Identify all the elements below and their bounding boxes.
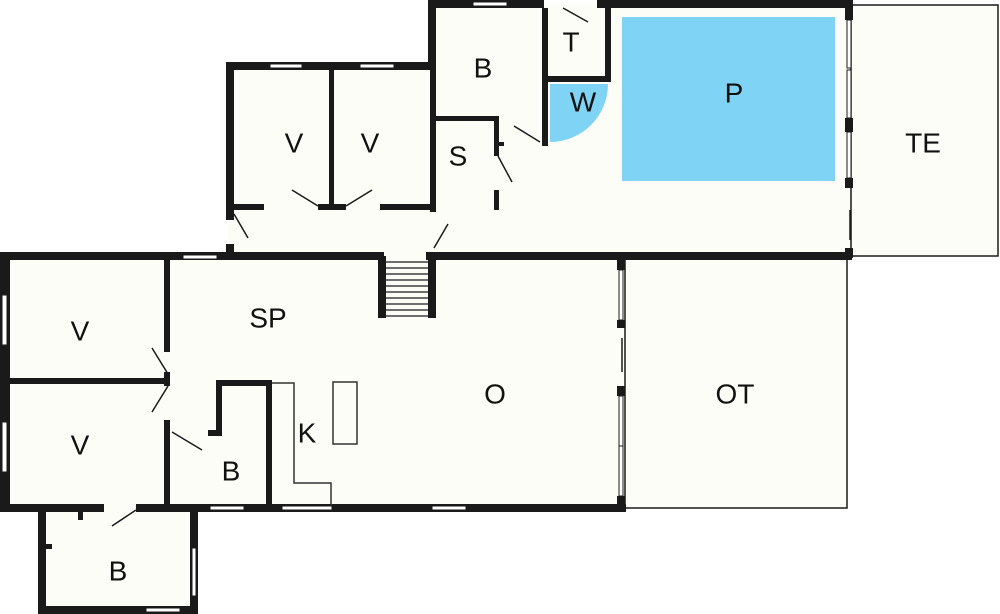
room-label-bedroom-upper-left: V	[285, 127, 304, 158]
room-label-dining: SP	[249, 302, 286, 333]
pool-basin	[622, 17, 835, 181]
room-label-covered-terrace: OT	[716, 378, 755, 409]
room-label-bathroom-top: B	[474, 52, 493, 83]
whirlpool-basin	[550, 84, 608, 142]
staircase	[386, 261, 428, 317]
room-label-bedroom-left-bottom: V	[71, 429, 90, 460]
room-label-bedroom-upper-right: V	[361, 127, 380, 158]
room-label-living: O	[484, 378, 506, 409]
room-label-sauna: S	[449, 140, 468, 171]
kitchen-island	[332, 381, 358, 445]
windows	[1, 1, 852, 613]
room-label-pool: P	[725, 77, 744, 108]
room-label-bathroom-middle: B	[222, 455, 241, 486]
room-labels: V V B T W P S TE SP V V B K O OT B	[71, 26, 941, 586]
room-label-bathroom-bottom: B	[109, 555, 128, 586]
room-label-bedroom-left-top: V	[71, 315, 90, 346]
room-label-terrace: TE	[905, 127, 941, 158]
room-label-whirlpool: W	[570, 86, 597, 117]
door-swings	[111, 7, 851, 527]
kitchen-counter	[272, 382, 332, 506]
room-label-toilet: T	[562, 26, 579, 57]
room-label-kitchen: K	[298, 417, 317, 448]
